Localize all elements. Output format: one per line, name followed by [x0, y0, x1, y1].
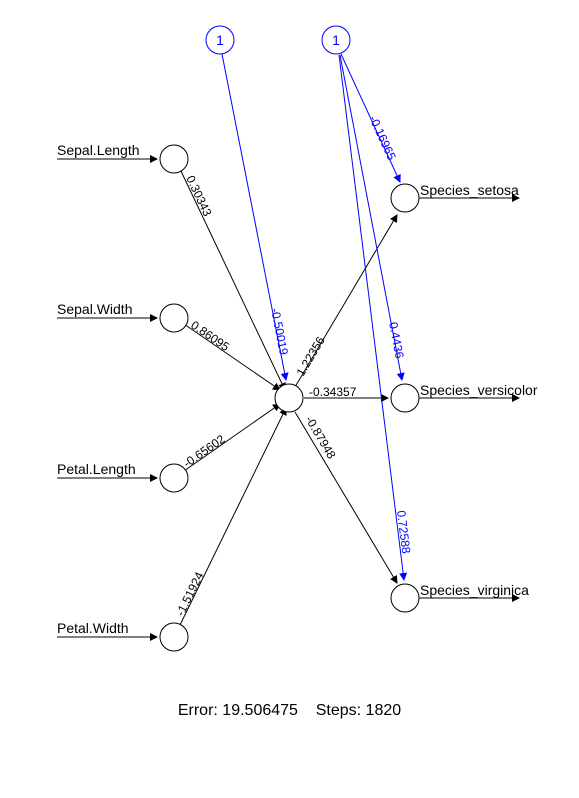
- steps-label: Steps:: [315, 702, 362, 719]
- input-lead-lines: [57, 155, 158, 641]
- input-node-sepal-width: [159, 303, 189, 333]
- output-label-virginica: Species_virginica: [420, 582, 529, 598]
- bias-nodes: 1 1: [205, 25, 351, 55]
- input-label-petal-width: Petal.Width: [57, 620, 129, 636]
- bias-node-hidden: [205, 25, 235, 55]
- weight-sepal-width: 0.86095: [188, 318, 232, 354]
- weight-hidden-versicolor: -0.34357: [309, 385, 357, 399]
- edge-bias-hidden: [221, 53, 289, 381]
- input-label-sepal-length: Sepal.Length: [57, 142, 140, 158]
- weight-bias-hidden: -0.50019: [268, 307, 291, 357]
- output-lead-lines: [419, 194, 520, 602]
- edge-sepal-length-hidden: [179, 168, 286, 391]
- output-node-virginica: [390, 583, 420, 613]
- error-value: 19.506475: [222, 702, 298, 719]
- edge-bias-setosa: [340, 53, 401, 183]
- weight-bias-versicolor: 0.4436: [386, 321, 407, 360]
- bias-node-output-label: 1: [332, 32, 340, 48]
- edge-bias-virginica: [338, 54, 408, 581]
- input-hidden-edges: [179, 168, 287, 626]
- output-label-setosa: Species_setosa: [420, 182, 519, 198]
- weight-bias-virginica: 0.72588: [394, 510, 413, 555]
- edge-bias-versicolor: [339, 54, 405, 381]
- error-label: Error:: [177, 702, 218, 719]
- bias-edges: [221, 53, 408, 581]
- edge-petal-width-hidden: [179, 407, 287, 626]
- training-summary: Error: 19.506475 Steps: 1820: [0, 702, 579, 720]
- steps-value: 1820: [365, 702, 402, 719]
- input-nodes: [159, 144, 189, 652]
- output-label-versicolor: Species_versicolor: [420, 382, 538, 398]
- edge-hidden-setosa: [294, 214, 398, 388]
- input-labels: Sepal.Length Sepal.Width Petal.Length Pe…: [57, 142, 140, 636]
- weight-sepal-length: 0.30343: [183, 173, 214, 218]
- weight-bias-setosa: -0.16965: [366, 113, 399, 162]
- input-node-sepal-length: [159, 144, 189, 174]
- edge-hidden-virginica: [294, 411, 398, 584]
- hidden-node: [274, 383, 304, 413]
- output-nodes: [390, 183, 420, 613]
- hidden-output-edges: [294, 214, 398, 584]
- weight-hidden-setosa: 1.22356: [294, 334, 328, 379]
- output-node-setosa: [390, 183, 420, 213]
- input-node-petal-length: [159, 463, 189, 493]
- bias-node-hidden-label: 1: [216, 32, 224, 48]
- input-label-sepal-width: Sepal.Width: [57, 301, 132, 317]
- output-node-versicolor: [390, 383, 420, 413]
- bias-node-output: [321, 25, 351, 55]
- input-node-petal-width: [159, 622, 189, 652]
- weight-petal-length: -0.65602: [181, 432, 228, 471]
- weight-petal-width: -1.51924: [173, 569, 207, 618]
- edge-sepal-width-hidden: [183, 323, 281, 391]
- edge-petal-length-hidden: [183, 403, 281, 472]
- output-labels: Species_setosa Species_versicolor Specie…: [420, 182, 538, 598]
- input-label-petal-length: Petal.Length: [57, 461, 136, 477]
